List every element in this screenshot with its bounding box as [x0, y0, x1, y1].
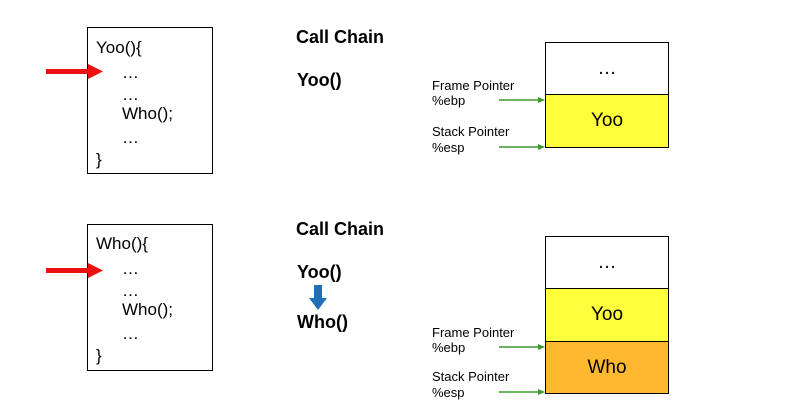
- stack-diagram: … Yoo Who: [545, 236, 669, 394]
- stack-pointer-register: %esp: [432, 385, 465, 400]
- stack-frame-label: Who: [587, 356, 627, 378]
- code-line: Who();: [122, 104, 173, 123]
- code-box-who: Who(){ … … Who(); … }: [87, 224, 213, 371]
- code-line: Yoo(){: [96, 38, 142, 57]
- stack-frame-label: Yoo: [590, 304, 624, 325]
- stack-frame-label: …: [597, 57, 617, 79]
- code-line: …: [122, 63, 139, 82]
- stack-frame-ellipsis: …: [546, 237, 668, 289]
- stack-pointer-label: Stack Pointer: [432, 124, 510, 139]
- code-box-yoo: Yoo(){ … … Who(); … }: [87, 27, 213, 174]
- frame-pointer-label: Frame Pointer: [432, 78, 515, 93]
- call-chain-item: Who(): [297, 312, 348, 332]
- frame-pointer-register: %ebp: [432, 340, 466, 355]
- code-line: Who(){: [96, 234, 148, 253]
- frame-pointer-register: %ebp: [432, 93, 466, 108]
- code-line: …: [122, 128, 139, 147]
- stack-frame-label: …: [597, 251, 617, 273]
- code-line: }: [96, 346, 102, 365]
- call-arrow-down-icon: [309, 285, 327, 310]
- stack-pointer-arrow: [499, 144, 545, 150]
- code-line: …: [122, 85, 139, 104]
- stack-diagram: … Yoo: [545, 42, 669, 148]
- stack-pointer-label: Stack Pointer: [432, 369, 510, 384]
- stack-pointer-arrow: [499, 389, 545, 395]
- current-line-arrow: [46, 64, 103, 79]
- code-line: …: [122, 281, 139, 300]
- stack-frame-who: Who: [546, 342, 668, 393]
- stack-frame-yoo: Yoo: [546, 289, 668, 342]
- call-chain-item: Yoo(): [297, 70, 342, 90]
- frame-pointer-label: Frame Pointer: [432, 325, 515, 340]
- stack-frame-ellipsis: …: [546, 43, 668, 95]
- stack-frame-label: Yoo: [590, 110, 624, 131]
- stack-pointer-register: %esp: [432, 140, 465, 155]
- stack-frame-yoo: Yoo: [546, 95, 668, 147]
- current-line-arrow: [46, 263, 103, 278]
- call-chain-title: Call Chain: [296, 27, 385, 47]
- call-chain-title: Call Chain: [296, 219, 385, 239]
- frame-pointer-arrow: [499, 344, 545, 350]
- code-line: …: [122, 324, 139, 343]
- code-line: }: [96, 150, 102, 169]
- frame-pointer-arrow: [499, 97, 545, 103]
- call-chain-item: Yoo(): [297, 262, 342, 282]
- code-line: Who();: [122, 300, 173, 319]
- code-line: …: [122, 259, 139, 278]
